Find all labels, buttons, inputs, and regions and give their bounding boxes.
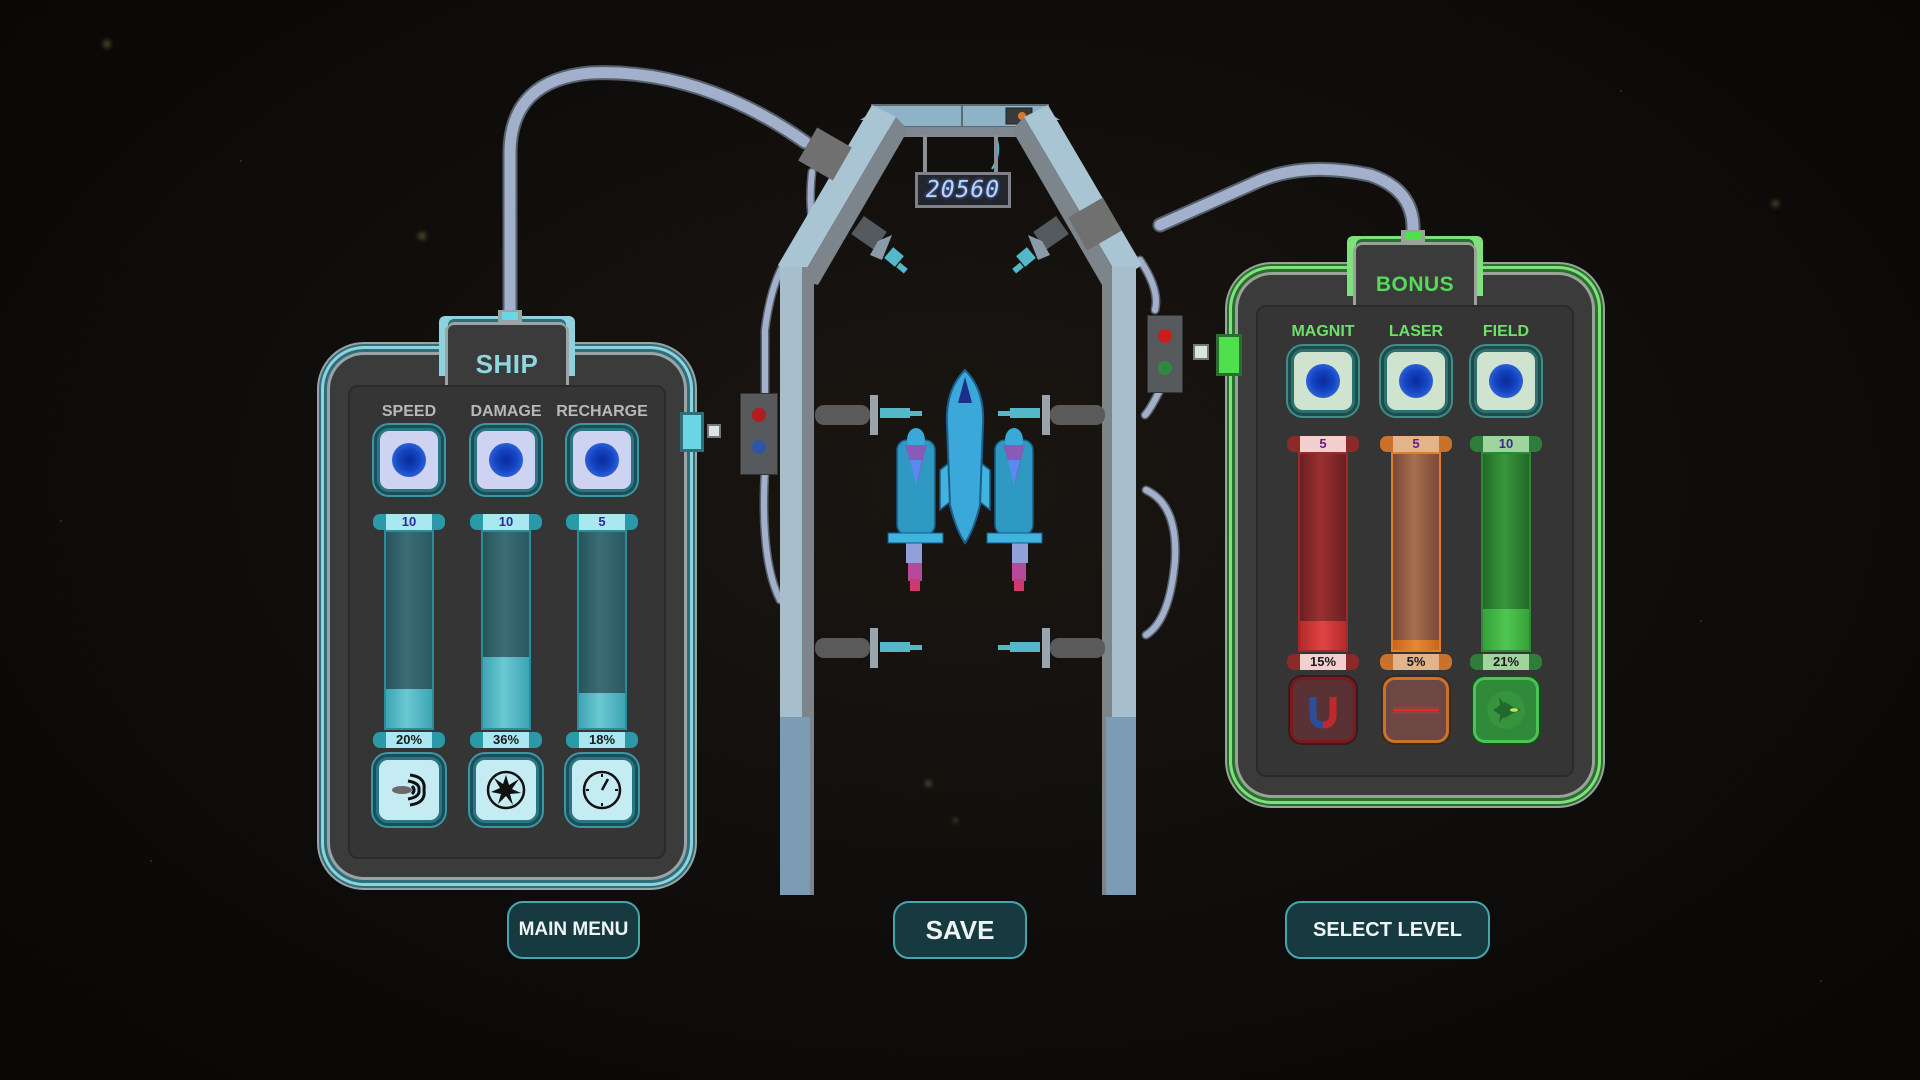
stat-label-magnit: MAGNIT <box>1291 323 1355 340</box>
upgrade-orb-icon <box>489 443 523 477</box>
laser-stat-button[interactable] <box>1383 677 1449 743</box>
bonus-connector-indicator-box <box>1147 315 1183 393</box>
level-badge: 10 <box>470 514 542 530</box>
save-button[interactable]: SAVE <box>893 901 1027 959</box>
connector-plug <box>707 424 721 438</box>
panel-title: BONUS <box>1375 273 1455 296</box>
background-star <box>240 160 242 162</box>
select-level-button[interactable]: SELECT LEVEL <box>1285 901 1490 959</box>
field-stat-button[interactable] <box>1473 677 1539 743</box>
bonus-upgrade-panel: BONUS MAGNIT 5 15% LASER 5 5% FIELD 10 2… <box>1238 230 1592 795</box>
progress-fill <box>1393 640 1439 650</box>
blue-indicator-light <box>752 440 766 454</box>
panel-title-tab <box>448 325 566 385</box>
upgrade-laser-button[interactable] <box>1384 349 1448 413</box>
recharge-stat-button[interactable] <box>569 757 635 823</box>
magnit-progress-tube <box>1298 452 1348 652</box>
upgrade-orb-icon <box>1489 364 1523 398</box>
panel-title: SHIP <box>475 349 539 379</box>
background-star <box>1820 980 1822 982</box>
stat-label-damage: DAMAGE <box>470 403 542 420</box>
upgrade-magnit-button[interactable] <box>1291 349 1355 413</box>
laser-progress-tube <box>1391 452 1441 652</box>
progress-fill <box>483 657 529 728</box>
cable-port <box>498 310 522 322</box>
magnet-icon <box>1309 697 1337 729</box>
level-badge: 10 <box>373 514 445 530</box>
percent-badge: 15% <box>1287 654 1359 670</box>
progress-fill <box>579 692 625 728</box>
connector-plug <box>1193 344 1209 360</box>
speed-comet-icon <box>392 773 426 807</box>
upgrade-orb-icon <box>1399 364 1433 398</box>
green-indicator-light <box>1158 361 1172 375</box>
ship-panel-connector <box>680 412 704 452</box>
percent-badge: 21% <box>1470 654 1542 670</box>
red-indicator-light <box>1158 329 1172 343</box>
background-star <box>953 818 958 823</box>
level-badge: 5 <box>566 514 638 530</box>
upgrade-recharge-button[interactable] <box>570 428 634 492</box>
damage-stat-button[interactable] <box>473 757 539 823</box>
level-badge: 5 <box>1287 436 1359 452</box>
level-badge: 5 <box>1380 436 1452 452</box>
background-star <box>925 780 932 787</box>
progress-fill <box>1300 620 1346 650</box>
background-star <box>103 40 111 48</box>
explosion-icon <box>486 770 526 810</box>
upgrade-orb-icon <box>392 443 426 477</box>
background-star <box>1700 620 1702 622</box>
ship-connector-indicator-box <box>740 393 778 475</box>
bonus-panel-connector <box>1216 334 1242 376</box>
level-badge: 10 <box>1470 436 1542 452</box>
percent-badge: 20% <box>373 732 445 748</box>
cable-port <box>1401 230 1425 242</box>
percent-badge: 18% <box>566 732 638 748</box>
panel-title-tab <box>1356 245 1474 305</box>
magnit-stat-button[interactable] <box>1290 677 1356 743</box>
player-spaceship <box>887 368 1043 591</box>
upgrade-speed-button[interactable] <box>377 428 441 492</box>
upgrade-orb-icon <box>1306 364 1340 398</box>
progress-fill <box>1483 608 1529 650</box>
background-star <box>150 860 152 862</box>
stopwatch-icon <box>582 770 622 810</box>
docking-gate <box>778 104 1142 895</box>
stat-label-recharge: RECHARGE <box>556 403 648 420</box>
field-progress-tube <box>1481 452 1531 652</box>
damage-progress-tube <box>481 530 531 730</box>
laser-beam-icon <box>1393 706 1439 714</box>
shield-field-ship-icon <box>1487 691 1525 729</box>
percent-badge: 5% <box>1380 654 1452 670</box>
stat-label-speed: SPEED <box>381 403 437 420</box>
ship-upgrade-panel: SHIP SPEED 10 20% DAMAGE 10 36% RECHARGE… <box>330 310 684 877</box>
background-star <box>1620 90 1622 92</box>
background-star <box>1772 200 1779 207</box>
upgrade-field-button[interactable] <box>1474 349 1538 413</box>
stat-label-laser: LASER <box>1388 323 1444 340</box>
upgrade-orb-icon <box>585 443 619 477</box>
recharge-progress-tube <box>577 530 627 730</box>
progress-fill <box>386 688 432 728</box>
stat-label-field: FIELD <box>1482 323 1530 340</box>
main-menu-button[interactable]: MAIN MENU <box>507 901 640 959</box>
speed-progress-tube <box>384 530 434 730</box>
red-indicator-light <box>752 408 766 422</box>
upgrade-damage-button[interactable] <box>474 428 538 492</box>
background-star <box>60 520 62 522</box>
speed-stat-button[interactable] <box>376 757 442 823</box>
score-counter: 20560 <box>915 172 1011 208</box>
background-star <box>418 232 426 240</box>
percent-badge: 36% <box>470 732 542 748</box>
